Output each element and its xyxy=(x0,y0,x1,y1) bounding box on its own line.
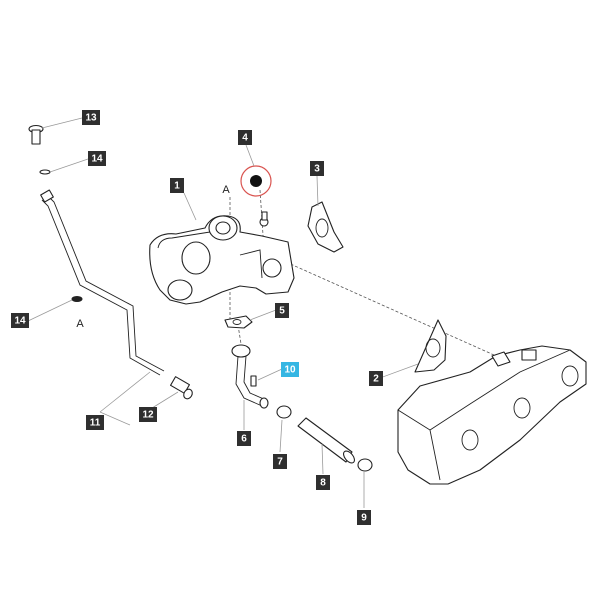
callout-7: 7 xyxy=(273,454,287,469)
callout-8: 8 xyxy=(316,475,330,490)
svg-text:12: 12 xyxy=(142,410,154,421)
svg-text:2: 2 xyxy=(373,374,379,385)
svg-text:3: 3 xyxy=(314,164,320,175)
oil-feed-pipe-assembly xyxy=(28,124,193,400)
svg-text:10: 10 xyxy=(284,365,296,376)
reference-mark-a-bottom: A xyxy=(76,318,84,330)
svg-text:13: 13 xyxy=(85,113,97,124)
callout-14-top: 14 xyxy=(88,151,106,166)
svg-text:11: 11 xyxy=(90,418,101,429)
callout-11: 11 xyxy=(86,415,104,430)
svg-text:14: 14 xyxy=(91,154,103,165)
svg-text:8: 8 xyxy=(320,478,326,489)
gasket-part-2 xyxy=(414,319,447,373)
callout-13: 13 xyxy=(82,110,100,125)
callout-5: 5 xyxy=(275,303,289,318)
callout-3: 3 xyxy=(310,161,324,176)
callout-1: 1 xyxy=(170,178,184,193)
callout-9: 9 xyxy=(357,510,371,525)
sealing-washer-bottom xyxy=(71,296,83,302)
svg-text:6: 6 xyxy=(241,434,247,445)
svg-text:14: 14 xyxy=(14,316,26,327)
svg-text:7: 7 xyxy=(277,457,283,468)
hose-part-8 xyxy=(297,417,355,464)
plug-part-4 xyxy=(240,165,272,197)
banjo-bolt xyxy=(28,124,44,145)
callout-10: 10 xyxy=(281,362,299,377)
hose-clamp-7 xyxy=(276,405,292,419)
bolt-part-10 xyxy=(250,375,257,387)
exhaust-manifold xyxy=(397,345,587,485)
callout-4: 4 xyxy=(238,130,252,145)
leader-lines xyxy=(27,117,419,508)
callout-12: 12 xyxy=(139,407,157,422)
gasket-part-5 xyxy=(224,315,253,329)
gasket-part-3 xyxy=(307,201,344,253)
pipe-union-fitting xyxy=(170,376,193,400)
svg-text:1: 1 xyxy=(174,181,180,192)
svg-text:5: 5 xyxy=(279,306,285,317)
svg-text:4: 4 xyxy=(242,133,248,144)
reference-mark-a-top: A xyxy=(222,184,230,196)
oil-return-pipe xyxy=(231,344,269,409)
callout-6: 6 xyxy=(237,431,251,446)
hose-clamp-9 xyxy=(357,458,373,472)
sealing-washer-top xyxy=(39,169,51,175)
callout-14-bottom: 14 xyxy=(11,313,29,328)
callout-2: 2 xyxy=(369,371,383,386)
svg-text:9: 9 xyxy=(361,513,367,524)
turbocharger xyxy=(149,211,295,305)
